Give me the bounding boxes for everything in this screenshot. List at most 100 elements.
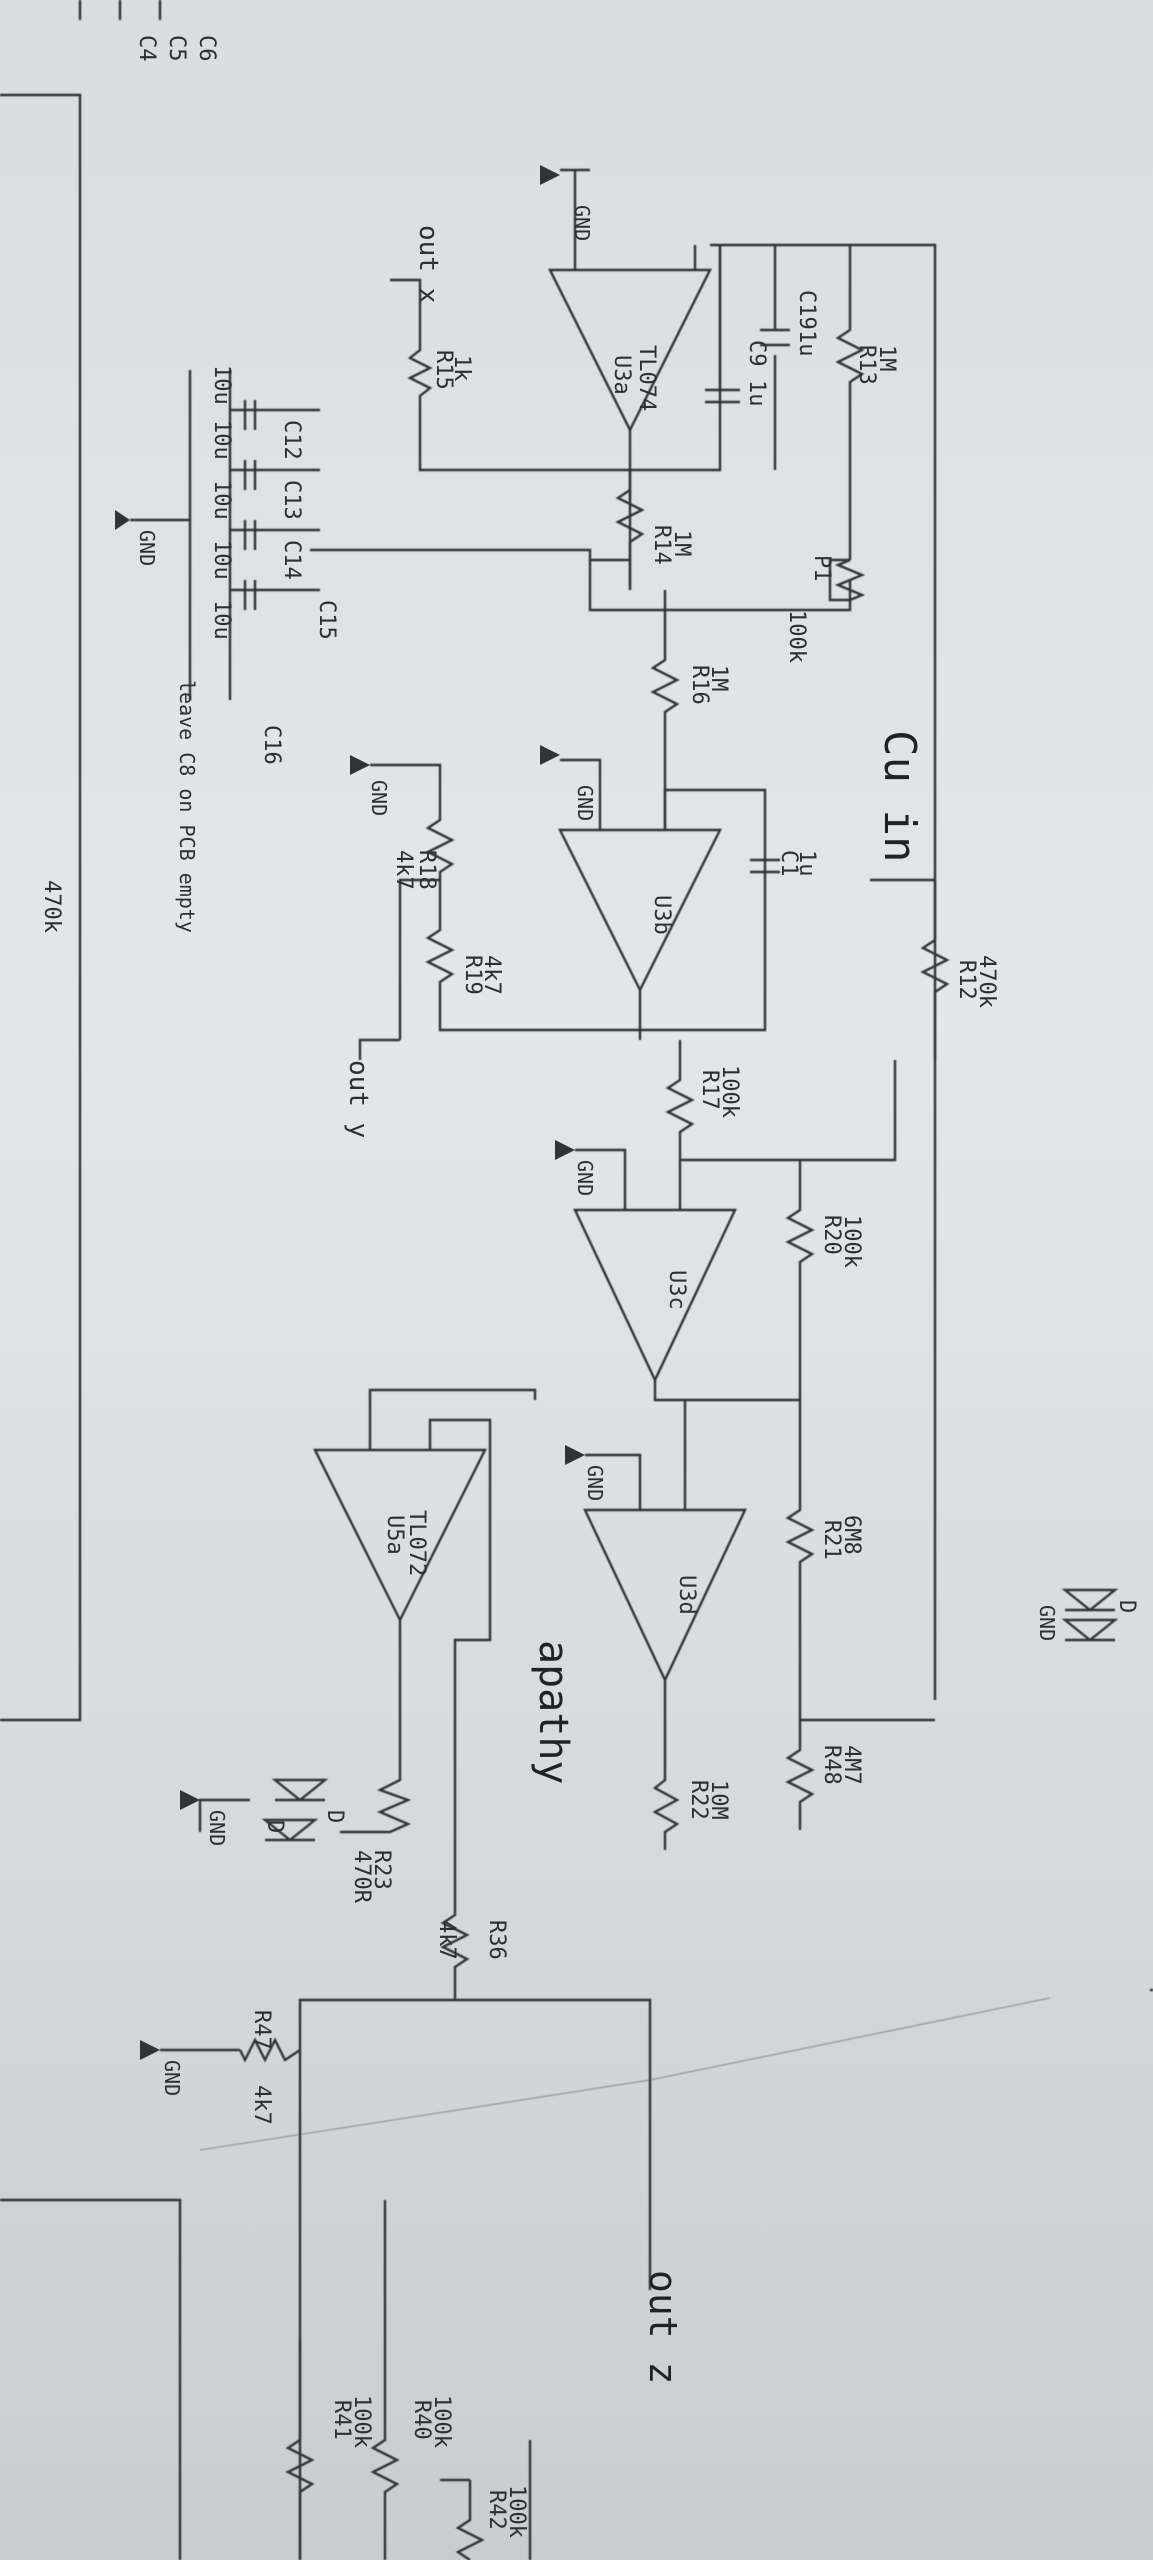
c16-label: C16 xyxy=(259,725,284,765)
cap-10u-label: 10u xyxy=(209,365,234,405)
u5a-feedback xyxy=(428,1418,492,1900)
u3d-plus-gnd xyxy=(585,1453,642,1510)
cap-bank-rails xyxy=(188,370,232,700)
r48-ref: R48 xyxy=(819,1745,844,1785)
r48-resistor xyxy=(785,1720,815,1830)
u5a-label: U5a xyxy=(382,1515,407,1555)
c5-label: C5 xyxy=(164,35,189,62)
u3b-feedback xyxy=(640,788,767,1032)
p1-value: 100k xyxy=(784,610,809,663)
gnd-icon xyxy=(140,2040,160,2060)
diode-label: D xyxy=(322,1810,347,1823)
c14-label: C14 xyxy=(279,540,304,580)
cap-bank-taps xyxy=(230,408,320,592)
u3a-feedback-top xyxy=(560,168,590,225)
gnd-label: GND xyxy=(160,2060,184,2096)
r13-value: 1M xyxy=(874,345,899,372)
cap-10u-label: 10u xyxy=(209,540,234,580)
r19-ref: R19 xyxy=(460,955,485,995)
r41-value: 100k xyxy=(349,2395,374,2448)
r16-resistor xyxy=(650,590,680,830)
gnd-label: GND xyxy=(1035,1605,1059,1641)
section-title: apathy xyxy=(530,1640,576,1785)
p1-ref: P1 xyxy=(809,555,834,582)
cap-10u-label: 10u xyxy=(209,480,234,520)
gnd-label: GND xyxy=(135,530,159,566)
r23-ref: R23 xyxy=(369,1850,394,1890)
u3b-plus-gnd xyxy=(560,758,602,830)
gnd-icon xyxy=(540,745,560,765)
c19-label: C19 xyxy=(794,290,819,330)
u3b-opamp xyxy=(558,828,722,993)
diode-label: D xyxy=(1114,1600,1139,1613)
r20-ref: R20 xyxy=(819,1215,844,1255)
out-z-label: out z xyxy=(641,2270,685,2384)
u3c-plus-gnd xyxy=(575,1148,627,1210)
gnd-icon xyxy=(350,755,370,775)
u3c-label: U3c xyxy=(664,1270,689,1310)
r12-value: 470k xyxy=(974,955,999,1008)
u3d-opamp xyxy=(583,1508,747,1683)
r18-ref: R18 xyxy=(414,850,439,890)
u3a-opamp xyxy=(548,268,712,433)
r40-resistor xyxy=(370,2200,400,2560)
top-caps xyxy=(78,0,162,20)
r15-ref: R15 xyxy=(431,350,456,390)
r40-ref: R40 xyxy=(409,2400,434,2440)
c1-value: 1u xyxy=(794,850,819,877)
r17-ref: R17 xyxy=(697,1070,722,1110)
c9-plates xyxy=(705,388,740,404)
r12-resistor xyxy=(870,878,950,1060)
u5a-part-label: TL072 xyxy=(404,1510,429,1576)
r16-value: 1M xyxy=(706,665,731,692)
r17-resistor xyxy=(665,1040,897,1162)
r15-value: 1k xyxy=(449,355,474,382)
cap-10u-label: 10u xyxy=(209,420,234,460)
r17-value: 100k xyxy=(717,1065,742,1118)
bottom-value-label: 470k xyxy=(39,880,64,933)
c19-plates xyxy=(760,328,790,347)
cap-bus-link xyxy=(310,548,630,562)
r21-ref: R21 xyxy=(819,1520,844,1560)
r14-ref: R14 xyxy=(649,525,674,565)
out-y-lead xyxy=(358,1038,400,1060)
diode-label: D xyxy=(262,1820,287,1833)
r22-ref: R22 xyxy=(686,1780,711,1820)
gnd-icon xyxy=(115,510,130,530)
r19-resistor xyxy=(425,880,640,1032)
cap-10u-label: 10u xyxy=(209,600,234,640)
r15-path xyxy=(390,278,630,472)
out-z-bus xyxy=(298,1998,455,2560)
p1-pot xyxy=(828,558,852,602)
r48-value: 4M7 xyxy=(839,1745,864,1785)
gnd-label: GND xyxy=(205,1810,229,1846)
gnd-icon xyxy=(555,1140,575,1160)
r47-ref: R47 xyxy=(249,2010,274,2050)
p1-to-bus xyxy=(588,560,852,612)
r42-ref: R42 xyxy=(484,2490,509,2530)
c6-label: C6 xyxy=(194,35,219,62)
r14-value: 1M xyxy=(669,530,694,557)
u3a-inputs xyxy=(573,225,697,270)
r20-resistor xyxy=(653,1160,815,1402)
c15-label: C15 xyxy=(314,600,339,640)
r13-resistor xyxy=(835,245,865,560)
r42-value: 100k xyxy=(504,2485,529,2538)
diode-right-b xyxy=(1061,1618,1119,1642)
r41-ref: R41 xyxy=(329,2400,354,2440)
sheet-line xyxy=(199,1997,1051,2151)
r20-value: 100k xyxy=(839,1215,864,1268)
r47-resistor xyxy=(160,2037,301,2063)
r16-ref: R16 xyxy=(687,665,712,705)
u3a-label: U3a xyxy=(609,355,634,395)
diode-left-a xyxy=(271,1778,329,1802)
gnd-label: GND xyxy=(367,780,391,816)
r23-value: 470R xyxy=(349,1850,374,1904)
r22-resistor xyxy=(652,1680,680,1850)
gnd-icon xyxy=(540,165,560,185)
c1-plates xyxy=(750,858,780,874)
feedback-bus-right xyxy=(710,243,937,1700)
r36-resistor xyxy=(440,1900,652,2260)
r21-resistor xyxy=(785,1400,935,1722)
